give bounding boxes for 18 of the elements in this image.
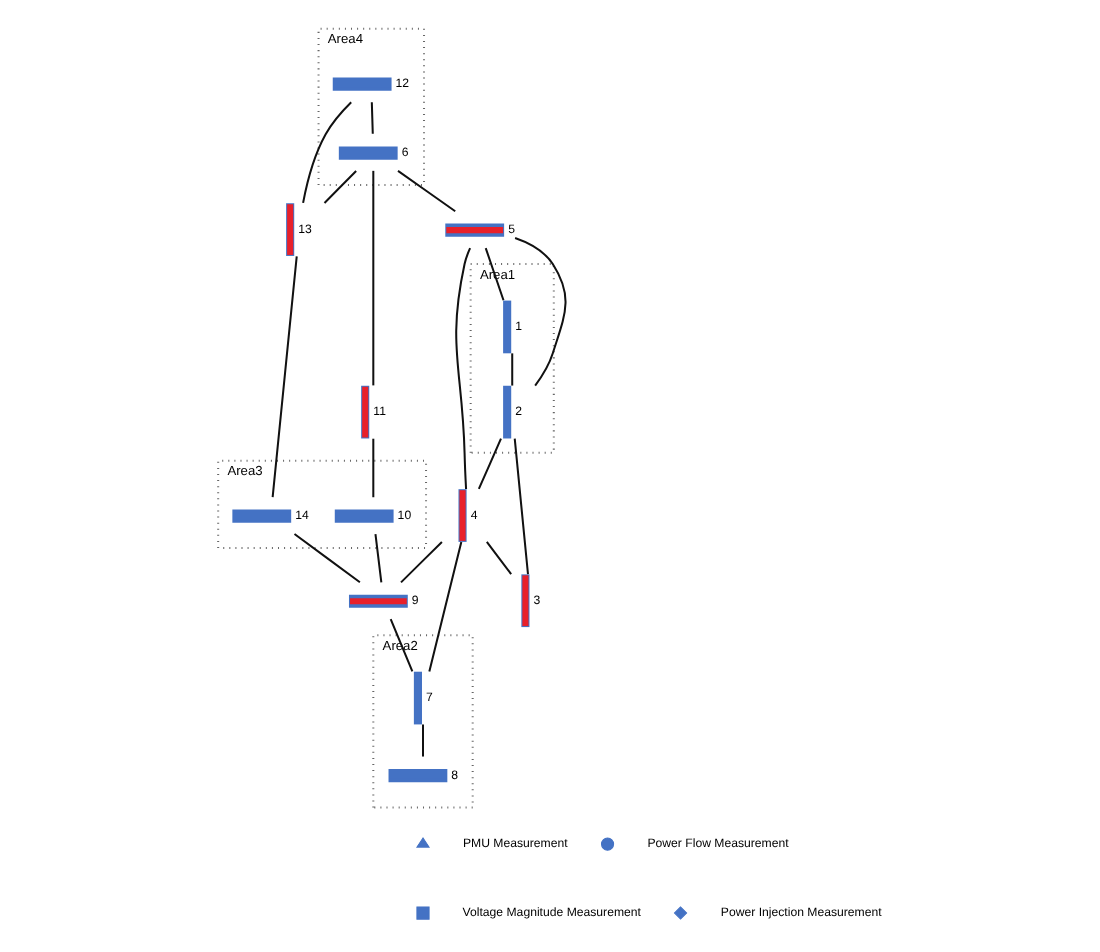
connector xyxy=(400,541,443,584)
connector xyxy=(372,170,375,386)
connector xyxy=(397,170,456,213)
connector xyxy=(511,353,514,386)
connector xyxy=(302,101,352,204)
connector xyxy=(513,438,529,575)
connector xyxy=(514,237,567,387)
connector xyxy=(271,256,298,498)
connector xyxy=(455,247,472,489)
connector xyxy=(370,102,374,134)
connector xyxy=(374,534,383,583)
connector xyxy=(422,724,424,757)
connector xyxy=(428,541,463,672)
connector xyxy=(372,438,375,498)
connector xyxy=(477,438,502,490)
connector xyxy=(293,533,361,584)
connector xyxy=(323,170,357,204)
connector xyxy=(486,541,512,575)
